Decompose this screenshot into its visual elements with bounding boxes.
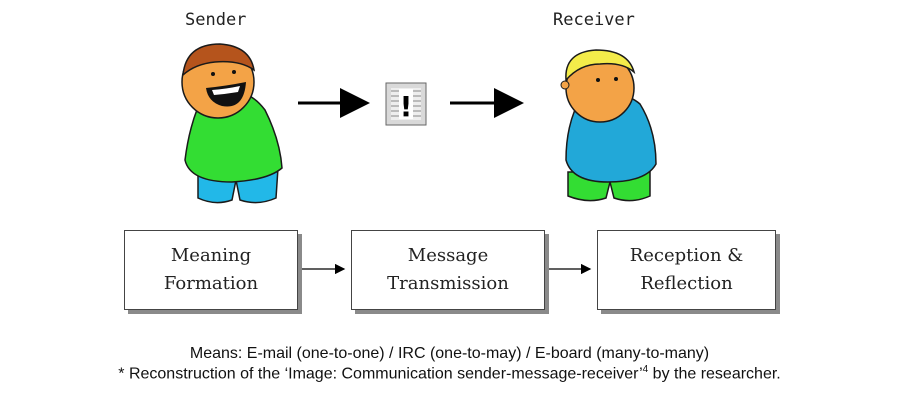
sender-label: Sender — [185, 10, 247, 30]
box-message-transmission: Message Transmission — [351, 230, 545, 310]
box-meaning-formation: Meaning Formation — [124, 230, 298, 310]
caption-reconstruction-suffix: by the researcher. — [648, 365, 781, 383]
caption-reconstruction: * Reconstruction of the ‘Image: Communic… — [0, 364, 899, 383]
box1-line1: Meaning — [170, 245, 252, 266]
message-icon-symbol: ! — [400, 90, 413, 123]
caption-footnote-mark: 4 — [642, 364, 649, 375]
message-icon: ! — [385, 82, 427, 126]
box1-line2: Formation — [163, 273, 259, 294]
sender-hair — [182, 43, 256, 77]
receiver-hair — [565, 49, 636, 82]
sender-figure — [181, 43, 283, 204]
caption-reconstruction-text: * Reconstruction of the ‘Image: Communic… — [118, 365, 643, 383]
receiver-figure — [560, 49, 657, 202]
box3-line1: Reception & — [629, 245, 744, 266]
receiver-label: Receiver — [553, 10, 635, 30]
box2-line2: Transmission — [387, 273, 509, 294]
caption-means: Means: E-mail (one-to-one) / IRC (one-to… — [189, 345, 710, 362]
box2-line1: Message — [407, 245, 489, 266]
box-reception-reflection: Reception & Reflection — [597, 230, 776, 310]
box3-line2: Reflection — [640, 273, 733, 294]
